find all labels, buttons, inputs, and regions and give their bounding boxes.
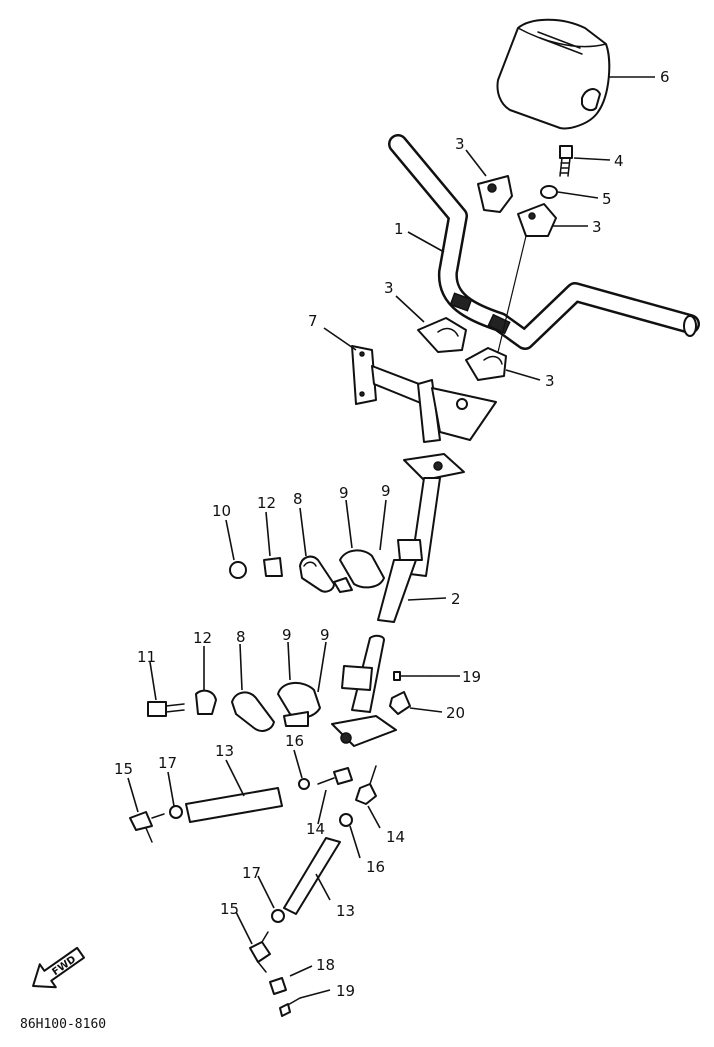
callout-12-lower: 12 bbox=[193, 629, 212, 647]
handlebar bbox=[388, 134, 700, 350]
nut-10 bbox=[229, 561, 247, 579]
nut-17-lower bbox=[271, 909, 285, 923]
bolt-11 bbox=[147, 701, 185, 717]
alignment-line bbox=[497, 235, 527, 353]
callout-7: 7 bbox=[308, 312, 318, 330]
callout-13-lower: 13 bbox=[336, 902, 355, 920]
nut-20 bbox=[389, 691, 411, 715]
callout-14-left: 14 bbox=[306, 820, 325, 838]
leader-lines bbox=[127, 76, 655, 999]
callout-14-right: 14 bbox=[386, 828, 405, 846]
callout-8-upper: 8 bbox=[293, 490, 303, 508]
callout-4: 4 bbox=[614, 152, 624, 170]
callout-15-upper: 15 bbox=[114, 760, 133, 778]
steering-column-upper bbox=[377, 453, 465, 623]
upper-holder-left bbox=[477, 175, 513, 213]
callout-8-lower: 8 bbox=[236, 628, 246, 646]
drawing-code: 86H100-8160 bbox=[20, 1017, 106, 1032]
steering-column-lower bbox=[331, 634, 397, 747]
callout-18: 18 bbox=[316, 956, 335, 974]
bolt-19-lower bbox=[279, 997, 301, 1017]
handlebar-pad bbox=[496, 18, 611, 130]
tie-rod-end-15-lower bbox=[249, 931, 271, 973]
callout-11: 11 bbox=[137, 648, 156, 666]
bolt-4 bbox=[559, 145, 573, 177]
collar-12-upper bbox=[263, 557, 283, 577]
forward-arrow: FWD bbox=[32, 946, 86, 989]
callout-12-upper: 12 bbox=[257, 494, 276, 512]
callout-19-lower: 19 bbox=[336, 982, 355, 1000]
nut-18 bbox=[269, 977, 287, 995]
callout-6: 6 bbox=[660, 68, 670, 86]
forward-arrow-icon bbox=[32, 946, 86, 989]
callout-10: 10 bbox=[212, 502, 231, 520]
lower-holder-left bbox=[417, 317, 467, 353]
callout-9-upper-a: 9 bbox=[339, 484, 349, 502]
tie-rod-lower bbox=[283, 837, 341, 915]
callout-9-lower-b: 9 bbox=[320, 626, 330, 644]
bushing-9-upper bbox=[333, 549, 385, 593]
callout-15-lower: 15 bbox=[220, 900, 239, 918]
callout-5: 5 bbox=[602, 190, 612, 208]
collar-12-lower bbox=[195, 689, 217, 715]
tie-rod-end-14-left bbox=[317, 767, 353, 785]
callout-13-upper: 13 bbox=[215, 742, 234, 760]
nut-16-lower bbox=[339, 813, 353, 827]
lower-holder-right bbox=[465, 347, 507, 381]
callout-3-lower-right: 3 bbox=[545, 372, 555, 390]
callout-2: 2 bbox=[451, 590, 461, 608]
nut-16-upper bbox=[298, 778, 310, 790]
callout-labels: 6 4 5 3 3 3 3 1 7 10 12 8 9 9 2 11 12 8 … bbox=[114, 68, 670, 1000]
callout-3-upper-left: 3 bbox=[455, 135, 465, 153]
clamp-8-upper bbox=[299, 555, 335, 593]
upper-holder-right bbox=[517, 203, 557, 237]
callout-19-upper: 19 bbox=[462, 668, 481, 686]
bolt-19-upper bbox=[393, 671, 431, 681]
callout-3-upper-right: 3 bbox=[592, 218, 602, 236]
callout-17-upper: 17 bbox=[158, 754, 177, 772]
nut-17-upper bbox=[169, 805, 183, 819]
callout-16-lower: 16 bbox=[366, 858, 385, 876]
callout-16-upper: 16 bbox=[285, 732, 304, 750]
callout-9-lower-a: 9 bbox=[282, 626, 292, 644]
callout-9-upper-b: 9 bbox=[381, 482, 391, 500]
tie-rod-upper bbox=[185, 787, 283, 823]
washer-5 bbox=[540, 185, 558, 199]
tie-rod-end-15-upper bbox=[129, 811, 165, 843]
handlebar-bracket bbox=[351, 345, 497, 443]
callout-20: 20 bbox=[446, 704, 465, 722]
callout-3-lower-left: 3 bbox=[384, 279, 394, 297]
clamp-8-lower bbox=[231, 691, 275, 732]
callout-17-lower: 17 bbox=[242, 864, 261, 882]
callout-1: 1 bbox=[394, 220, 404, 238]
bushing-9-lower bbox=[277, 682, 321, 727]
tie-rod-end-14-right bbox=[355, 765, 377, 805]
